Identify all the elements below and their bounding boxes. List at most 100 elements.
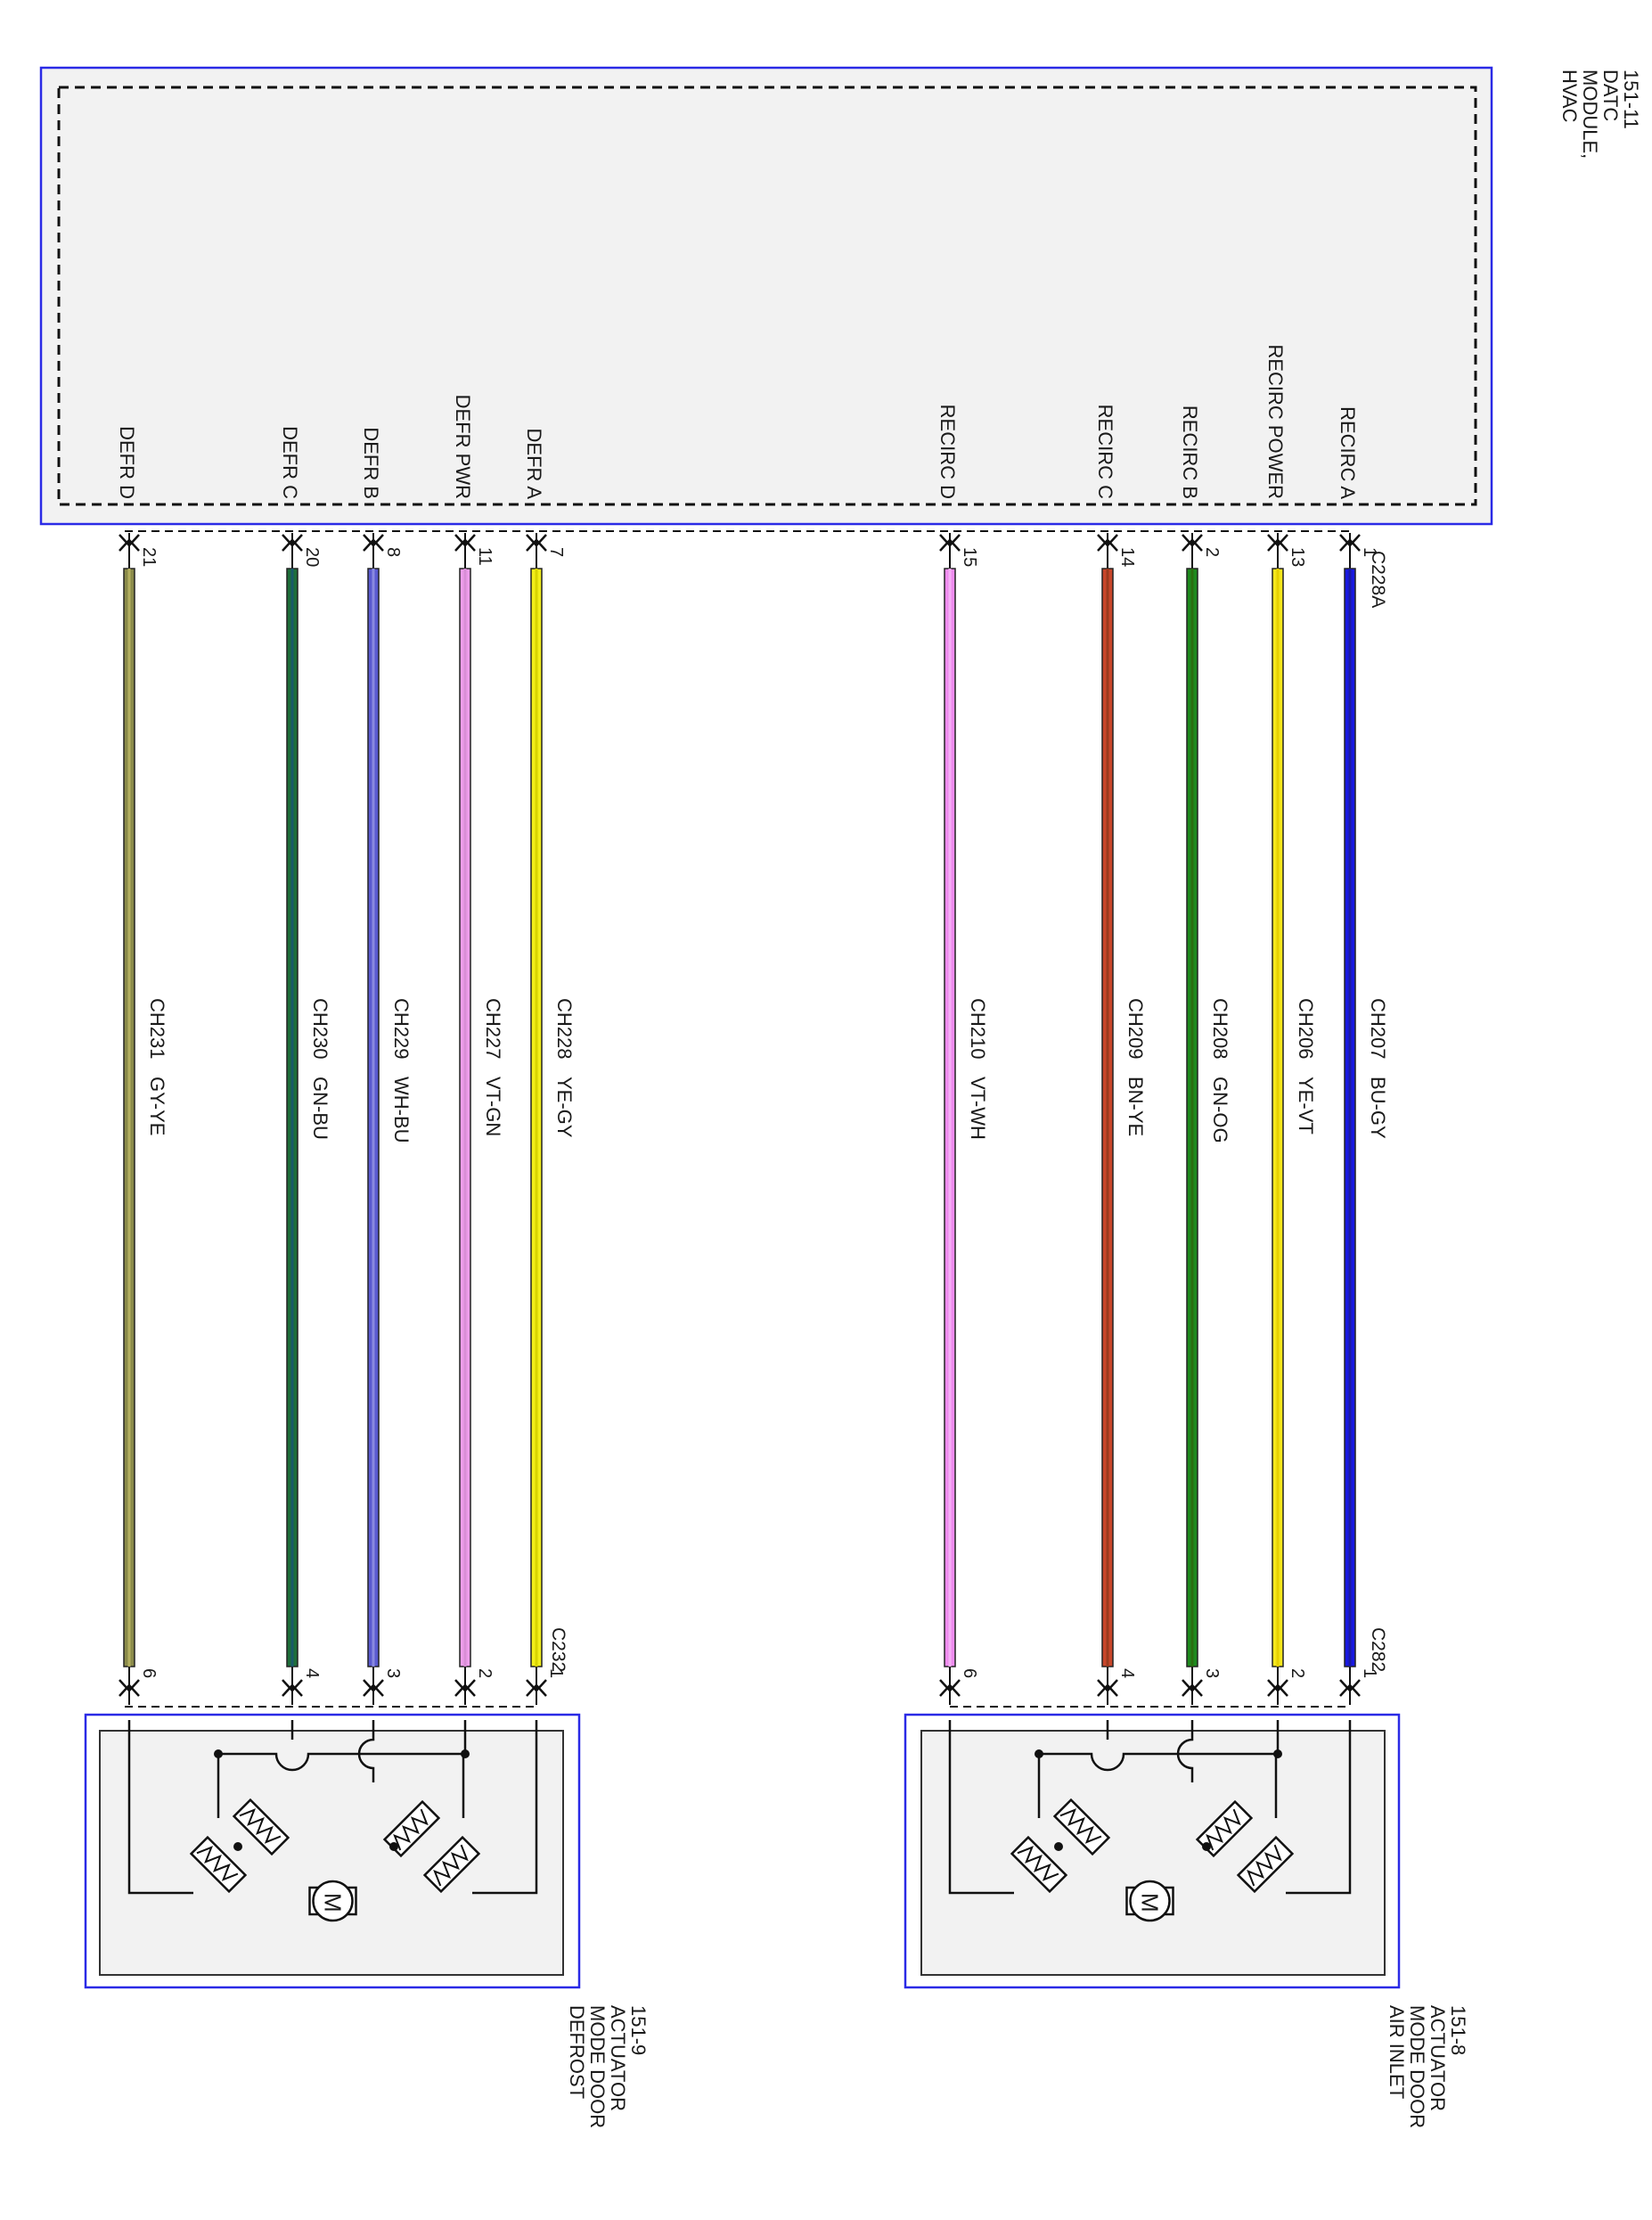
recirc-actuator-label-line: ACTUATOR bbox=[1427, 2005, 1449, 2111]
splice-dot bbox=[1054, 1842, 1063, 1851]
connector-terminal-icon bbox=[1182, 534, 1203, 552]
wire-color-label: GN-OG bbox=[1209, 1077, 1231, 1143]
circuit-id-label: CH208 bbox=[1209, 998, 1231, 1059]
coil-icon bbox=[422, 1835, 481, 1894]
wire-stripe bbox=[372, 569, 375, 1667]
wire-stripe bbox=[1190, 569, 1194, 1667]
splice-dot bbox=[1202, 1842, 1211, 1851]
actuator-pin-number: 1 bbox=[1360, 1668, 1379, 1678]
wire-stripe bbox=[290, 569, 294, 1667]
module-pin-number: 2 bbox=[1202, 547, 1222, 557]
connector-terminal-icon bbox=[1339, 534, 1361, 552]
module-pin-number: 1 bbox=[1360, 547, 1379, 557]
defrost-actuator-internals: M bbox=[127, 1720, 538, 1922]
internal-wire bbox=[948, 1720, 1014, 1895]
internal-wire bbox=[1176, 1720, 1194, 1782]
splice-dot bbox=[1273, 1749, 1282, 1758]
internal-wire bbox=[1286, 1720, 1352, 1895]
wire-color-label: BU-GY bbox=[1367, 1077, 1389, 1139]
recirc-actuator-label-line: AIR INLET bbox=[1386, 2005, 1408, 2099]
module-pin-number: 15 bbox=[960, 547, 979, 567]
actuator-pin-number: 3 bbox=[1202, 1668, 1222, 1678]
circuit-id-label: CH231 bbox=[146, 998, 168, 1059]
wire-color-label: YE-VT bbox=[1295, 1077, 1317, 1135]
pin-function-label: RECIRC B bbox=[1179, 405, 1201, 499]
pin-function-label: DEFR D bbox=[116, 426, 138, 499]
pin-function-label: DEFR PWR bbox=[452, 395, 474, 499]
connector-c232-label: C232 bbox=[548, 1627, 568, 1672]
connector-terminal-icon bbox=[1182, 1679, 1203, 1697]
module-pin-number: 13 bbox=[1288, 547, 1307, 567]
motor-label: M bbox=[320, 1893, 347, 1913]
recirc-actuator-inner bbox=[920, 1730, 1386, 1976]
module-pin-number: 11 bbox=[475, 547, 495, 566]
splice-dot bbox=[214, 1749, 223, 1758]
connector-terminal-icon bbox=[1267, 534, 1288, 552]
splice-dot bbox=[1035, 1749, 1043, 1758]
connector-terminal-icon bbox=[363, 534, 384, 552]
module-pin-number: 8 bbox=[383, 547, 403, 557]
actuator-pin-number: 1 bbox=[546, 1668, 566, 1678]
actuator-pin-number: 3 bbox=[383, 1668, 403, 1678]
connector-terminal-icon bbox=[119, 1679, 140, 1697]
pin-function-label: RECIRC D bbox=[936, 405, 959, 499]
wire-color-label: BN-YE bbox=[1125, 1077, 1147, 1136]
hvac-module-label-line: MODULE, bbox=[1579, 70, 1601, 159]
hvac-module-box bbox=[39, 66, 1493, 526]
pin-function-label: RECIRC POWER bbox=[1264, 344, 1287, 499]
wire-color-label: WH-BU bbox=[390, 1077, 413, 1143]
coil-icon bbox=[1052, 1798, 1111, 1856]
wire-stripe bbox=[948, 569, 952, 1667]
module-pin-number: 21 bbox=[139, 547, 159, 567]
pin-function-label: DEFR A bbox=[523, 429, 545, 500]
hvac-module-label-line: HVAC bbox=[1558, 70, 1581, 123]
connector-terminal-icon bbox=[454, 1679, 476, 1697]
hvac-module-label: HVAC MODULE, DATC 151-11 bbox=[1558, 70, 1642, 164]
pin-function-label: DEFR C bbox=[279, 426, 301, 499]
coil-icon bbox=[232, 1798, 290, 1856]
wire-color-label: GN-BU bbox=[309, 1077, 331, 1140]
recirc-actuator-label-line: 151-8 bbox=[1447, 2005, 1469, 2055]
motor-icon: M bbox=[1125, 1880, 1174, 1922]
wire-stripe bbox=[127, 569, 131, 1667]
pin-function-label: RECIRC C bbox=[1094, 405, 1116, 499]
recirc-actuator-label-line: MODE DOOR bbox=[1406, 2005, 1428, 2128]
defrost-actuator-label-line: ACTUATOR bbox=[607, 2005, 629, 2111]
defrost-actuator-label-line: 151-9 bbox=[627, 2005, 650, 2055]
module-pin-number: 7 bbox=[546, 547, 566, 557]
hvac-module-inner-dashed bbox=[57, 86, 1477, 506]
pin-function-label: RECIRC A bbox=[1337, 406, 1359, 499]
actuator-pin-number: 2 bbox=[1288, 1668, 1307, 1678]
connector-terminal-icon bbox=[1267, 1679, 1288, 1697]
module-pin-number: 14 bbox=[1117, 547, 1137, 567]
wire-color-label: GY-YE bbox=[146, 1077, 168, 1135]
splice-dot bbox=[389, 1842, 398, 1851]
defrost-actuator-label-line: MODE DOOR bbox=[586, 2005, 609, 2128]
connector-terminal-icon bbox=[526, 1679, 547, 1697]
wire-stripe bbox=[1106, 569, 1109, 1667]
circuit-id-label: CH206 bbox=[1295, 998, 1317, 1059]
circuit-id-label: CH210 bbox=[967, 998, 989, 1059]
recirc-actuator-label: AIR INLET MODE DOOR ACTUATOR 151-8 bbox=[1386, 2005, 1469, 2134]
connector-terminal-icon bbox=[1097, 534, 1118, 552]
circuit-id-label: CH207 bbox=[1367, 998, 1389, 1059]
circuit-id-label: CH228 bbox=[553, 998, 576, 1059]
actuator-pin-number: 6 bbox=[960, 1668, 979, 1678]
defrost-actuator-label: DEFROST MODE DOOR ACTUATOR 151-9 bbox=[566, 2005, 650, 2134]
coil-icon bbox=[1236, 1835, 1295, 1894]
recirc-actuator-internals: M bbox=[948, 1720, 1352, 1922]
actuator-pin-number: 2 bbox=[475, 1668, 495, 1678]
hvac-module-label-line: 151-11 bbox=[1620, 70, 1642, 129]
wire-stripe bbox=[1348, 569, 1352, 1667]
connector-terminal-icon bbox=[939, 1679, 961, 1697]
defrost-actuator-label-line: DEFROST bbox=[566, 2005, 588, 2099]
internal-wire bbox=[127, 1720, 193, 1895]
wire-color-label: VT-WH bbox=[967, 1077, 989, 1140]
connector-terminal-icon bbox=[454, 534, 476, 552]
circuit-id-label: CH230 bbox=[309, 998, 331, 1059]
connector-terminal-icon bbox=[282, 1679, 303, 1697]
wire-stripe bbox=[535, 569, 538, 1667]
circuit-id-label: CH227 bbox=[482, 998, 504, 1059]
connector-terminal-icon bbox=[363, 1679, 384, 1697]
